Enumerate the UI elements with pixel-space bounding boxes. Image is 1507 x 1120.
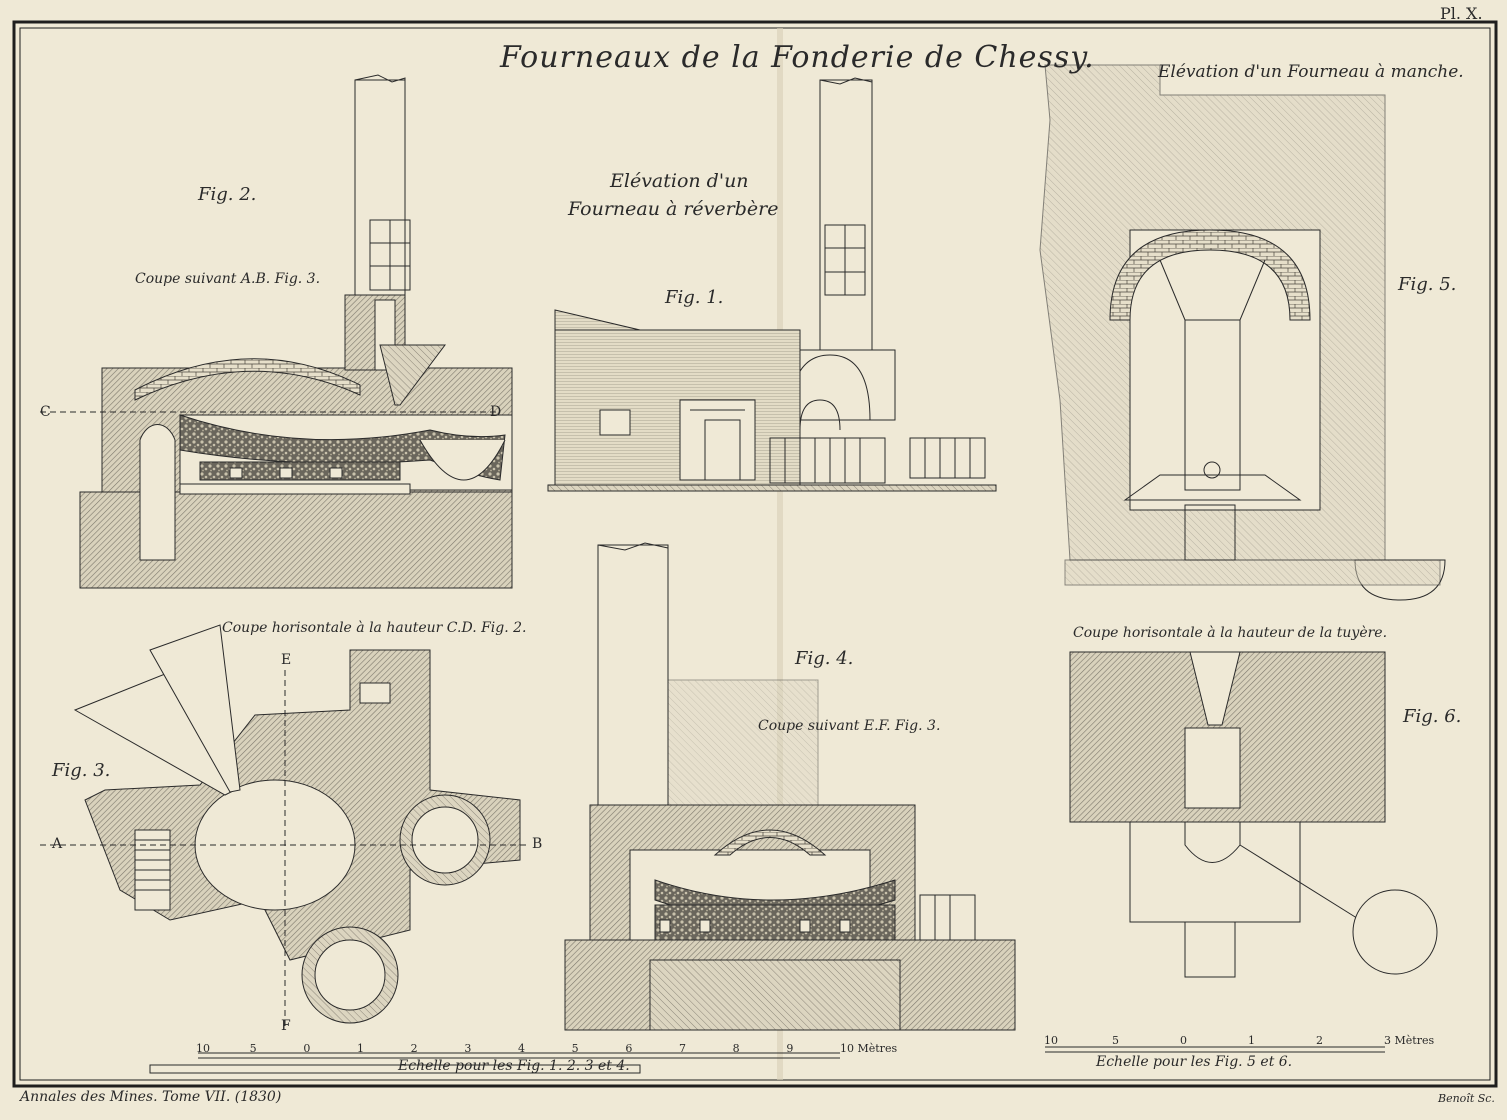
- credit-left: Annales des Mines. Tome VII. (1830): [20, 1089, 282, 1105]
- scale1-tick: 0: [303, 1042, 311, 1055]
- fig3-plan-drawing: [40, 624, 530, 1030]
- fig3-marker-f: F: [281, 1018, 291, 1034]
- scale1-tick: 3: [464, 1042, 472, 1055]
- scale2-tick: 3 Mètres: [1384, 1034, 1435, 1047]
- fig1-label: Fig. 1.: [665, 287, 724, 308]
- scale-bar-1: [149, 1052, 840, 1074]
- credit-right: Benoît Sc.: [1438, 1092, 1495, 1105]
- fig2-marker-d: D: [490, 404, 502, 420]
- scale1-caption: Echelle pour les Fig. 1. 2. 3 et 4.: [398, 1058, 630, 1074]
- fig2-section-drawing: [40, 74, 513, 589]
- scale1-tick: 5: [249, 1042, 257, 1055]
- scale1-tick: 10: [196, 1042, 210, 1055]
- fig2-caption: Coupe suivant A.B. Fig. 3.: [135, 271, 321, 287]
- scale1-tick: 10 Mètres: [840, 1042, 898, 1055]
- fig3-marker-a: A: [52, 836, 63, 852]
- fig6-plan-drawing: [1069, 651, 1438, 978]
- scale2-tick: 10: [1044, 1034, 1058, 1047]
- plate-title: Fourneaux de la Fonderie de Chessy.: [500, 40, 1095, 75]
- fig2-marker-c: C: [40, 404, 51, 420]
- fig6-caption: Coupe horisontale à la hauteur de la tuy…: [1073, 625, 1388, 641]
- fig3-marker-b: B: [532, 836, 543, 852]
- fig6-label: Fig. 6.: [1403, 706, 1462, 727]
- scale1-tick: 2: [410, 1042, 418, 1055]
- scale1-tick: 1: [357, 1042, 364, 1055]
- fig3-marker-e: E: [281, 652, 292, 668]
- scale2-caption: Echelle pour les Fig. 5 et 6.: [1096, 1054, 1293, 1070]
- fig1-caption-line1: Elévation d'un: [610, 170, 749, 192]
- scale1-tick: 9: [786, 1042, 794, 1055]
- fig5-elevation-drawing: [1039, 64, 1446, 601]
- fig5-label: Fig. 5.: [1398, 274, 1457, 295]
- fig2-label: Fig. 2.: [198, 184, 257, 205]
- inner-border: [19, 27, 1491, 1081]
- fig3-caption: Coupe horisontale à la hauteur C.D. Fig.…: [222, 620, 527, 636]
- scale1-tick: 7: [679, 1042, 686, 1055]
- fig4-caption: Coupe suivant E.F. Fig. 3.: [758, 718, 941, 734]
- fig3-label: Fig. 3.: [52, 760, 111, 781]
- scale2-tick: 0: [1180, 1034, 1187, 1047]
- scale1-tick: 6: [625, 1042, 633, 1055]
- scale1-tick: 8: [732, 1042, 740, 1055]
- scale2-tick: 2: [1316, 1034, 1323, 1047]
- plate-number: Pl. X.: [1440, 4, 1483, 23]
- fig1-caption-line2: Fourneau à réverbère: [568, 198, 779, 220]
- scale1-tick: 5: [571, 1042, 579, 1055]
- fig4-section-drawing: [564, 542, 1016, 1031]
- scale1-tick: 4: [518, 1042, 525, 1055]
- outer-border: [12, 20, 1498, 1088]
- scale-bar-2: [1045, 1046, 1385, 1053]
- scale2-tick: 1: [1248, 1034, 1255, 1047]
- fig4-label: Fig. 4.: [795, 648, 854, 669]
- fig1-elevation-drawing: [547, 77, 997, 492]
- fig5-caption: Elévation d'un Fourneau à manche.: [1158, 62, 1464, 82]
- scale2-tick: 5: [1112, 1034, 1119, 1047]
